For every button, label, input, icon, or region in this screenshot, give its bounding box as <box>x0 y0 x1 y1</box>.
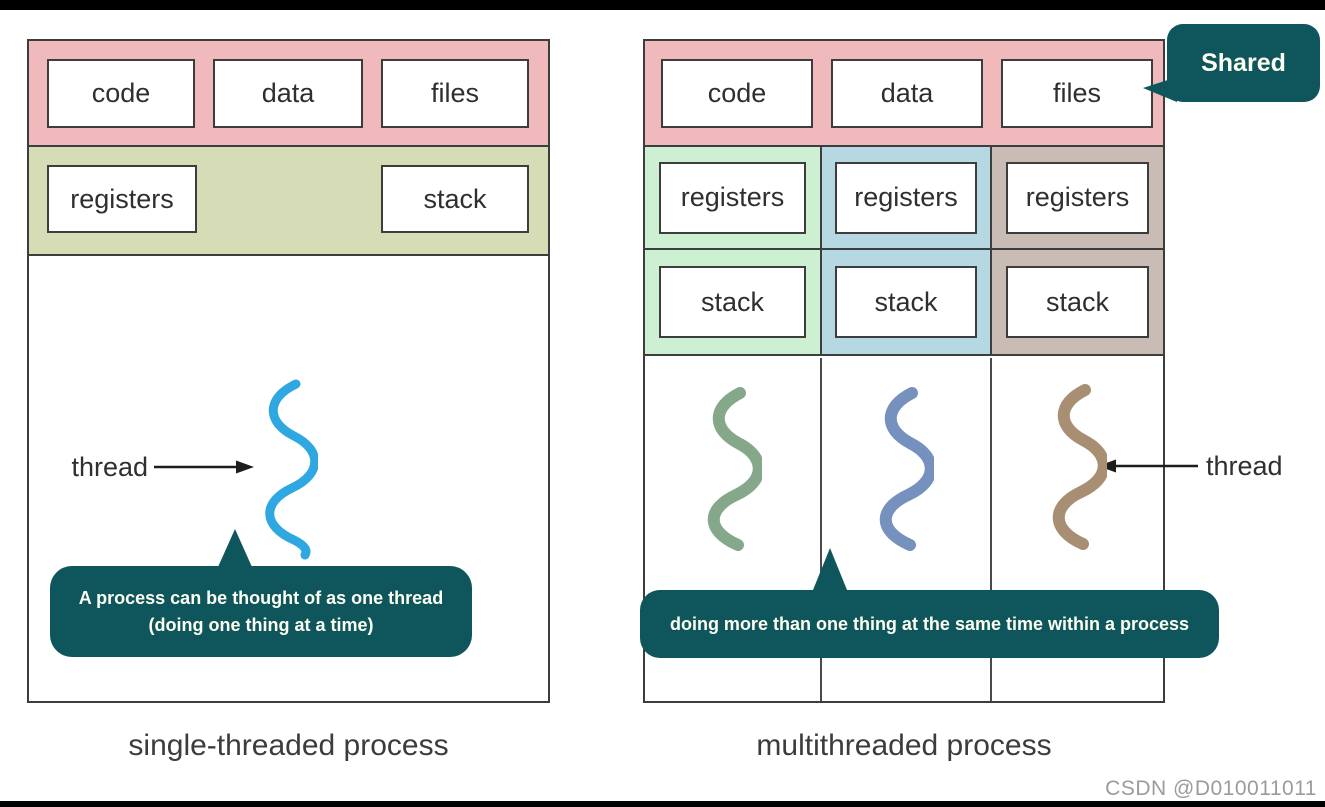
thread-label: thread <box>1206 451 1283 481</box>
multithread-callout-bubble: doing more than one thing at the same ti… <box>640 590 1219 658</box>
code-label: code <box>91 78 151 108</box>
per-thread-columns: registers stack registers stack register… <box>645 147 1163 356</box>
code-box: code <box>661 59 813 128</box>
code-label: code <box>707 78 767 108</box>
thread-squiggle-brown-icon <box>1052 384 1107 550</box>
shared-callout-bubble: Shared <box>1167 24 1320 102</box>
thread-squiggle-blue-icon <box>265 379 318 560</box>
shared-badge-text: Shared <box>1201 48 1286 77</box>
callout-text-line1: A process can be thought of as one threa… <box>78 587 444 608</box>
files-label: files <box>1052 78 1101 108</box>
shared-section-pink: code data files <box>29 41 548 147</box>
registers-label: registers <box>1025 182 1130 212</box>
stack-cell: stack <box>992 250 1163 354</box>
registers-label: registers <box>70 183 174 214</box>
csdn-watermark: CSDN @D010011011 <box>1105 777 1317 800</box>
registers-label: registers <box>854 182 958 212</box>
stack-label: stack <box>1045 286 1110 317</box>
stack-label: stack <box>874 286 938 317</box>
files-box: files <box>381 59 529 128</box>
thread-label: thread <box>71 452 148 482</box>
registers-box: registers <box>1005 161 1150 234</box>
callout-text: doing more than one thing at the same ti… <box>669 613 1190 634</box>
registers-box: registers <box>47 165 197 233</box>
stack-label: stack <box>700 286 765 317</box>
registers-box: registers <box>835 161 977 234</box>
thread-column-blue: registers stack <box>822 147 992 354</box>
stack-box: stack <box>659 266 806 338</box>
files-label: files <box>430 78 479 108</box>
multithreaded-caption: multithreaded process <box>756 729 1052 762</box>
arrow-left-icon <box>1098 459 1198 473</box>
stack-box: stack <box>381 165 529 233</box>
bottom-border-bar <box>0 801 1325 807</box>
thread-squiggle-steelblue-icon <box>879 387 934 551</box>
registers-box: registers <box>659 161 806 234</box>
files-box: files <box>1001 59 1153 128</box>
stack-cell: stack <box>822 250 990 354</box>
column-divider-line <box>820 358 822 701</box>
registers-cell: registers <box>645 147 820 250</box>
registers-label: registers <box>680 182 785 212</box>
code-box: code <box>47 59 195 128</box>
registers-cell: registers <box>992 147 1163 250</box>
callout-tail <box>218 529 252 567</box>
single-thread-callout-bubble: A process can be thought of as one threa… <box>50 566 472 657</box>
arrow-right-icon <box>154 460 254 474</box>
data-label: data <box>261 78 315 108</box>
thread-env-section-olive: registers stack <box>29 147 548 256</box>
thread-column-green: registers stack <box>645 147 822 354</box>
data-box: data <box>831 59 983 128</box>
thread-column-taupe: registers stack <box>992 147 1163 354</box>
stack-box: stack <box>835 266 977 338</box>
stack-label: stack <box>423 183 487 214</box>
stack-box: stack <box>1005 266 1150 338</box>
shared-section-pink: code data files <box>645 41 1163 147</box>
data-label: data <box>880 78 934 108</box>
top-border-bar <box>0 0 1325 10</box>
column-divider-line <box>990 358 992 701</box>
thread-squiggle-green-icon <box>707 387 762 551</box>
registers-cell: registers <box>822 147 990 250</box>
data-box: data <box>213 59 363 128</box>
single-threaded-caption: single-threaded process <box>128 729 449 762</box>
callout-text-line2: (doing one thing at a time) <box>148 614 374 635</box>
callout-tail <box>813 548 847 590</box>
stack-cell: stack <box>645 250 820 354</box>
